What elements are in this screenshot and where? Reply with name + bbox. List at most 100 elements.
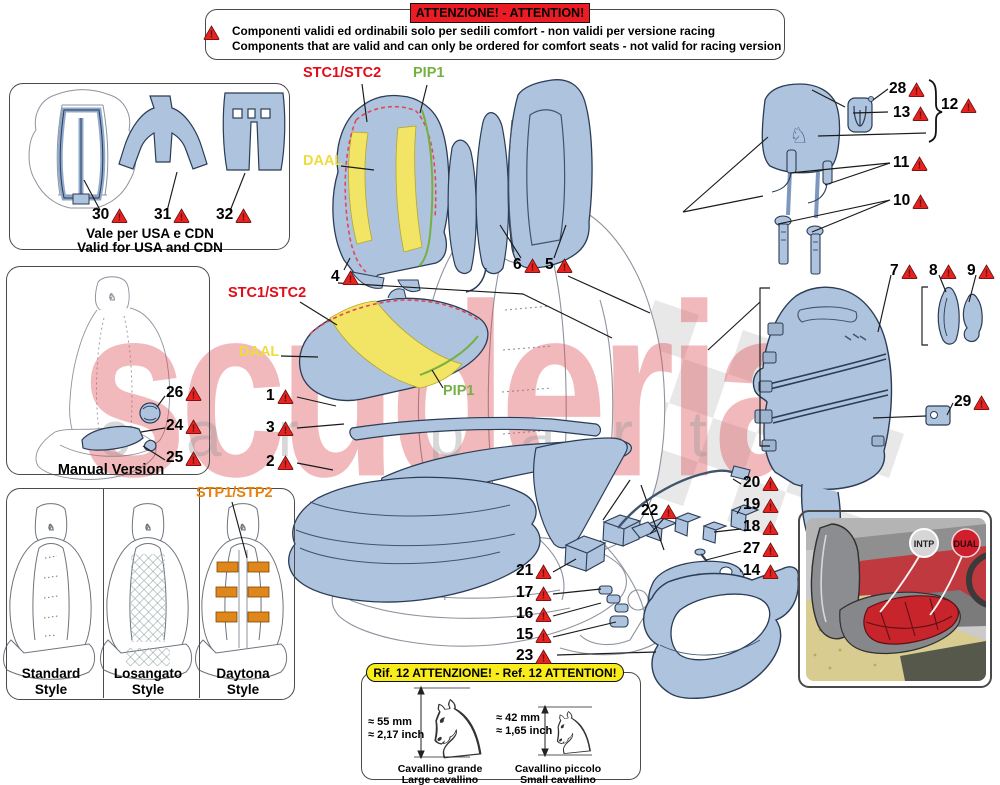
part-32-trim	[222, 92, 286, 171]
part-10-bolts	[774, 215, 824, 275]
warning-triangle-icon: !	[912, 156, 928, 172]
svg-text:!: !	[542, 612, 545, 623]
callout-6: 6!	[513, 257, 541, 274]
warning-triangle-icon: !	[535, 607, 552, 622]
leader-line	[817, 132, 927, 137]
part-5-outer-cover	[507, 79, 593, 269]
svg-text:!: !	[946, 269, 949, 280]
warning-triangle-icon: !	[762, 564, 779, 579]
intp-badge: INTP	[909, 528, 939, 558]
callout-7: 7!	[890, 263, 918, 280]
svg-text:!: !	[192, 456, 195, 467]
leader-line	[296, 423, 345, 429]
leader-line	[824, 162, 891, 186]
leader-line	[682, 195, 764, 213]
trim-tag-daal: DAAL	[303, 153, 344, 169]
svg-text:!: !	[530, 263, 533, 274]
leader-line	[877, 274, 892, 333]
warning-triangle-icon: !	[535, 628, 552, 643]
callout-12: 12!	[941, 97, 977, 114]
leader-line	[707, 301, 761, 351]
warning-triangle-icon: !	[912, 194, 929, 209]
part-9-hook	[962, 293, 983, 343]
leader-line	[296, 462, 334, 471]
callout-5: 5!	[545, 257, 573, 274]
svg-text:!: !	[919, 199, 922, 210]
cavallino-figures: ♘ ♘	[414, 679, 602, 779]
warning-triangle-icon: !	[556, 258, 573, 273]
svg-text:!: !	[918, 161, 921, 172]
warning-triangle-icon: !	[762, 520, 779, 535]
large-inch: ≈ 2,17 inch	[368, 729, 425, 741]
callout-24: 24!	[166, 418, 202, 435]
ref12-badge: Rif. 12 ATTENZIONE! - Ref. 12 ATTENTION!	[366, 663, 624, 682]
warning-text: Componenti validi ed ordinabili solo per…	[232, 24, 784, 54]
trim-tag-pip1: PIP1	[443, 383, 475, 399]
part-23-side-panel	[643, 566, 799, 700]
leader-line	[552, 621, 617, 638]
svg-text:DUAL: DUAL	[954, 539, 979, 549]
cavallino-large-icon: ♘	[415, 679, 496, 779]
callout-22: 22!	[641, 503, 677, 520]
warning-triangle-icon: !	[762, 542, 779, 557]
part-15-cap	[609, 615, 629, 628]
svg-text:!: !	[769, 503, 772, 514]
callout-21: 21!	[516, 563, 552, 580]
leader-line	[553, 224, 567, 259]
leader-line	[280, 355, 319, 358]
leader-line	[852, 111, 889, 114]
trim-tag-stc1-stc2: STC1/STC2	[228, 285, 307, 301]
svg-text:INTP: INTP	[914, 539, 935, 549]
warning-triangle-icon: !	[908, 82, 925, 97]
svg-text:♘: ♘	[239, 523, 246, 532]
warning-triangle-icon: !	[235, 208, 252, 223]
callout-4: 4!	[331, 269, 359, 286]
warning-triangle-icon: !	[901, 264, 918, 279]
leader-line	[431, 369, 444, 389]
large-mm: ≈ 55 mm	[368, 716, 412, 728]
leader-line	[946, 402, 954, 416]
leader-line	[811, 199, 891, 233]
usa-caption-it: Vale per USA e CDN	[86, 226, 214, 241]
usa-caption-en: Valid for USA and CDN	[77, 240, 223, 255]
manual-version-caption: Manual Version	[57, 462, 165, 478]
trim-tag-daal: DAAL	[239, 344, 280, 360]
small-mm: ≈ 42 mm	[496, 712, 540, 724]
part-2-cushion	[288, 476, 541, 603]
warning-triangle-icon: !	[203, 25, 220, 40]
part-31-trim	[118, 95, 208, 170]
callout-30: 30!	[92, 207, 128, 224]
callout-15: 15!	[516, 627, 552, 644]
svg-text:!: !	[242, 213, 245, 224]
small-inch: ≈ 1,65 inch	[496, 725, 553, 737]
svg-text:!: !	[919, 111, 922, 122]
style-divider	[103, 489, 104, 698]
warning-icon: !	[203, 25, 220, 40]
part-22-connector	[631, 521, 657, 539]
warning-triangle-icon: !	[185, 451, 202, 466]
callout-2: 2!	[266, 454, 294, 471]
callout-17: 17!	[516, 585, 552, 602]
callout-27: 27!	[743, 541, 779, 558]
callout-20: 20!	[743, 475, 779, 492]
leader-line	[938, 274, 947, 293]
warning-triangle-icon: !	[535, 649, 552, 664]
leader-line	[343, 257, 351, 271]
svg-text:!: !	[542, 591, 545, 602]
warning-triangle-icon: !	[277, 389, 294, 404]
cavallino-icon: ♘	[108, 293, 116, 303]
svg-text:!: !	[984, 269, 987, 280]
warning-line-it: Componenti validi ed ordinabili solo per…	[232, 24, 716, 38]
callout-26: 26!	[166, 385, 202, 402]
warning-triangle-icon: !	[277, 455, 294, 470]
part-29-bracket	[925, 405, 951, 426]
part-13-clip	[847, 96, 875, 133]
callout-18: 18!	[743, 519, 779, 536]
leader-line	[231, 501, 248, 559]
svg-text:!: !	[769, 547, 772, 558]
svg-text:!: !	[542, 569, 545, 580]
